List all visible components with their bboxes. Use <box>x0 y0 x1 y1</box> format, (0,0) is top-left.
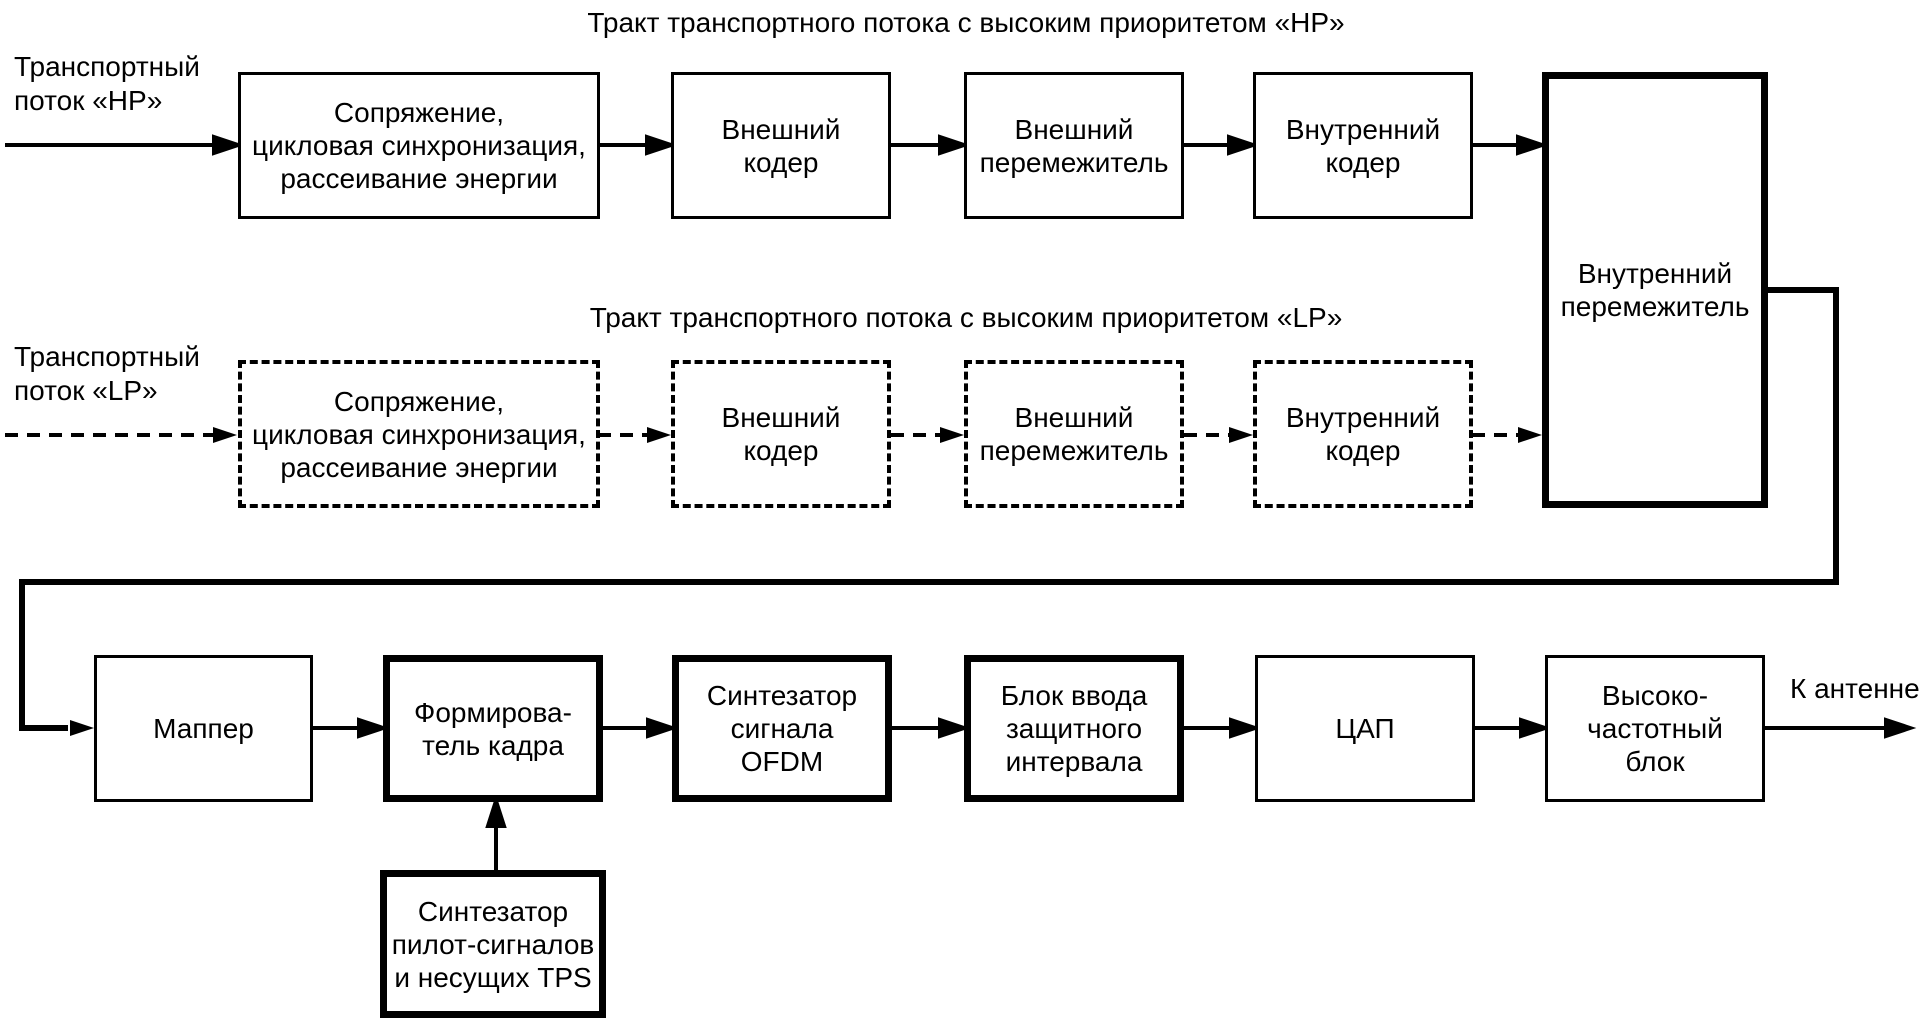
block-label: Внутренний перемежитель <box>1560 258 1750 322</box>
title-lp-path: Тракт транспортного потока с высоким при… <box>589 302 1343 333</box>
block-label: Формирова- тель кадра <box>414 696 572 761</box>
block-hp-inner-coder: Внутренний кодер <box>1253 72 1473 219</box>
pilot-tps-arrow <box>485 794 507 870</box>
feedback-line <box>19 287 1839 736</box>
block-mapper: Маппер <box>94 655 313 802</box>
block-label: Маппер <box>153 713 254 744</box>
block-lp-outer-coder: Внешний кодер <box>671 360 891 508</box>
block-label: Внешний кодер <box>721 402 841 466</box>
label-input-lp: Транспортный поток «LP» <box>14 341 200 406</box>
block-frame-builder: Формирова- тель кадра <box>383 655 603 802</box>
title-hp-path: Тракт транспортного потока с высоким при… <box>587 7 1345 38</box>
block-guard-interval: Блок ввода защитного интервала <box>964 655 1184 802</box>
block-label: Внешний перемежитель <box>979 113 1169 178</box>
block-hp-adaptation: Сопряжение, цикловая синхронизация, расс… <box>238 72 600 219</box>
label-to-antenna: К антенне <box>1790 673 1920 704</box>
block-label: Синтезатор сигнала OFDM <box>706 680 858 777</box>
block-lp-outer-interleaver: Внешний перемежитель <box>964 360 1184 508</box>
lp-path-arrowheads <box>213 427 1542 443</box>
block-label: Внешний перемежитель <box>979 402 1169 466</box>
block-lp-adaptation: Сопряжение, цикловая синхронизация, расс… <box>238 360 600 508</box>
block-dac: ЦАП <box>1255 655 1475 802</box>
block-lp-inner-coder: Внутренний кодер <box>1253 360 1473 508</box>
block-inner-interleaver: Внутренний перемежитель <box>1542 72 1768 508</box>
block-label: Внутренний кодер <box>1285 113 1441 178</box>
block-label: ЦАП <box>1335 713 1395 744</box>
label-input-hp: Транспортный поток «HP» <box>14 51 200 116</box>
block-pilot-tps-synthesizer: Синтезатор пилот-сигналов и несущих TPS <box>380 870 606 1018</box>
block-label: Блок ввода защитного интервала <box>1000 680 1148 777</box>
block-hp-outer-coder: Внешний кодер <box>671 72 891 219</box>
block-label: Высоко- частотный блок <box>1587 680 1723 777</box>
block-label: Сопряжение, цикловая синхронизация, расс… <box>252 97 586 194</box>
block-label: Сопряжение, цикловая синхронизация, расс… <box>252 385 586 483</box>
bottom-row-arrows <box>313 717 1917 739</box>
hp-path-arrows <box>5 134 1549 156</box>
block-ofdm-synthesizer: Синтезатор сигнала OFDM <box>672 655 892 802</box>
block-rf-unit: Высоко- частотный блок <box>1545 655 1765 802</box>
block-hp-outer-interleaver: Внешний перемежитель <box>964 72 1184 219</box>
block-label: Синтезатор пилот-сигналов и несущих TPS <box>391 895 595 993</box>
block-label: Внешний кодер <box>721 113 841 178</box>
block-label: Внутренний кодер <box>1285 402 1441 466</box>
